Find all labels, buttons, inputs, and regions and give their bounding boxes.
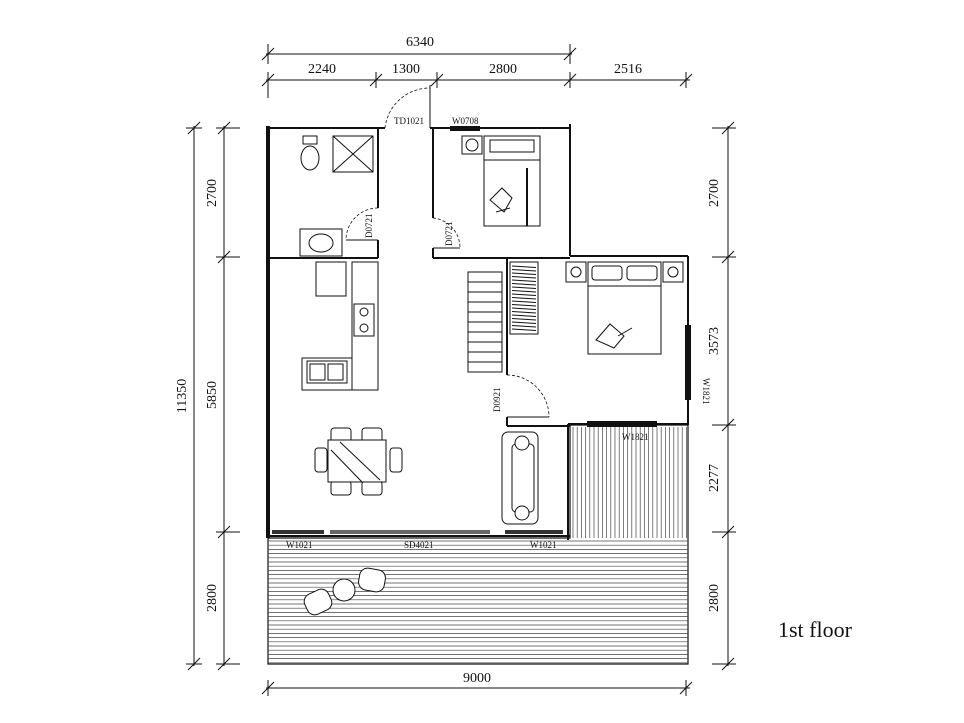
- dimension-labels: 6340 2240 1300 2800 2516 9000 11350 2700…: [175, 35, 722, 686]
- dim-left-total: 11350: [175, 379, 190, 413]
- dim-left-1: 2700: [205, 179, 220, 207]
- lounge-chair-left: [303, 588, 333, 616]
- sliding-door-sd4021: [330, 530, 490, 534]
- wardrobe-hanger: [511, 328, 537, 331]
- opening-labels: TD1021 W0708 D0721 D0721 D0921 W1821 W18…: [286, 116, 711, 550]
- bedding-pattern-2: [595, 323, 633, 349]
- door-swing-d0721-bath: [345, 207, 379, 241]
- wardrobe-hanger: [511, 290, 537, 293]
- wardrobe-hanger: [511, 318, 537, 321]
- door-swing-td1021: [384, 87, 431, 129]
- bedding-pattern: [489, 187, 513, 213]
- dim-right-1: 2700: [707, 179, 722, 207]
- window-w1021-right: [505, 530, 563, 534]
- label-d0921: D0921: [492, 388, 502, 413]
- wardrobe-hanger: [511, 314, 537, 317]
- wardrobe-hanger: [511, 276, 537, 279]
- wardrobe-hanger: [511, 300, 537, 303]
- dim-top-1: 2240: [308, 62, 336, 77]
- window-w0708: [450, 126, 480, 131]
- door-swings: [345, 85, 550, 418]
- label-d0721-bed: D0721: [444, 222, 454, 247]
- door-swing-d0921: [506, 374, 550, 418]
- wardrobe-hanger: [511, 293, 537, 296]
- dining-table-set: [314, 427, 403, 496]
- label-sd4021: SD4021: [404, 540, 434, 550]
- wardrobe-hanger: [511, 286, 537, 289]
- window-w1821-side: [685, 325, 691, 400]
- sofa-icon: [501, 431, 539, 525]
- dim-right-4: 2800: [707, 584, 722, 612]
- label-w1021-left: W1021: [286, 540, 313, 550]
- drawing-title: 1st floor: [778, 617, 853, 642]
- dim-right-2: 3573: [707, 327, 722, 355]
- bathroom-fixtures: [299, 135, 374, 257]
- round-table-icon: [332, 578, 356, 602]
- wardrobe-hanger: [511, 272, 537, 275]
- dim-left-3: 2800: [205, 584, 220, 612]
- dim-top-total: 6340: [406, 35, 434, 50]
- label-w1821-side: W1821: [701, 378, 711, 405]
- wardrobe-hanger: [511, 265, 537, 268]
- washbasin-icon: [299, 228, 343, 257]
- label-d0721-bath: D0721: [364, 214, 374, 239]
- lounge-chair-right: [358, 567, 386, 593]
- dim-top-4: 2516: [614, 62, 642, 77]
- bedroom-2-furniture: [509, 261, 684, 355]
- label-w0708: W0708: [452, 116, 479, 126]
- label-w1021-right: W1021: [530, 540, 557, 550]
- toilet-icon: [300, 135, 320, 171]
- wardrobe-hanger: [511, 321, 537, 324]
- label-w1821-bottom: W1821: [622, 432, 649, 442]
- fridge-icon: [315, 261, 347, 297]
- cooktop-icon: [353, 303, 375, 337]
- dim-top-3: 2800: [489, 62, 517, 77]
- openings: [272, 126, 691, 534]
- dimension-lines: [186, 44, 736, 696]
- wardrobe-hanger: [511, 269, 537, 272]
- interior-walls: [270, 128, 570, 427]
- dim-bottom-total: 9000: [463, 671, 491, 686]
- door-swing-d0721-bed: [432, 217, 461, 249]
- label-td1021: TD1021: [394, 116, 424, 126]
- wardrobe-hanger: [511, 325, 537, 328]
- wardrobe-hanger: [511, 304, 537, 307]
- wardrobe-hanger: [511, 311, 537, 314]
- terrace-furniture: [303, 567, 386, 616]
- bedroom-1-furniture: [461, 135, 541, 227]
- kitchen-sink-icon: [306, 360, 348, 384]
- kitchen: [301, 261, 379, 391]
- window-w1021-left: [272, 530, 324, 534]
- window-w1821-bottom: [587, 421, 657, 427]
- dim-right-3: 2277: [707, 464, 722, 492]
- wardrobe-hanger: [511, 279, 537, 282]
- dim-top-2: 1300: [392, 62, 420, 77]
- wardrobe-hanger: [511, 283, 537, 286]
- wardrobe-hanger: [511, 307, 537, 310]
- wardrobe-hanger: [511, 297, 537, 300]
- staircase: [467, 271, 503, 373]
- dim-left-2: 5850: [205, 381, 220, 409]
